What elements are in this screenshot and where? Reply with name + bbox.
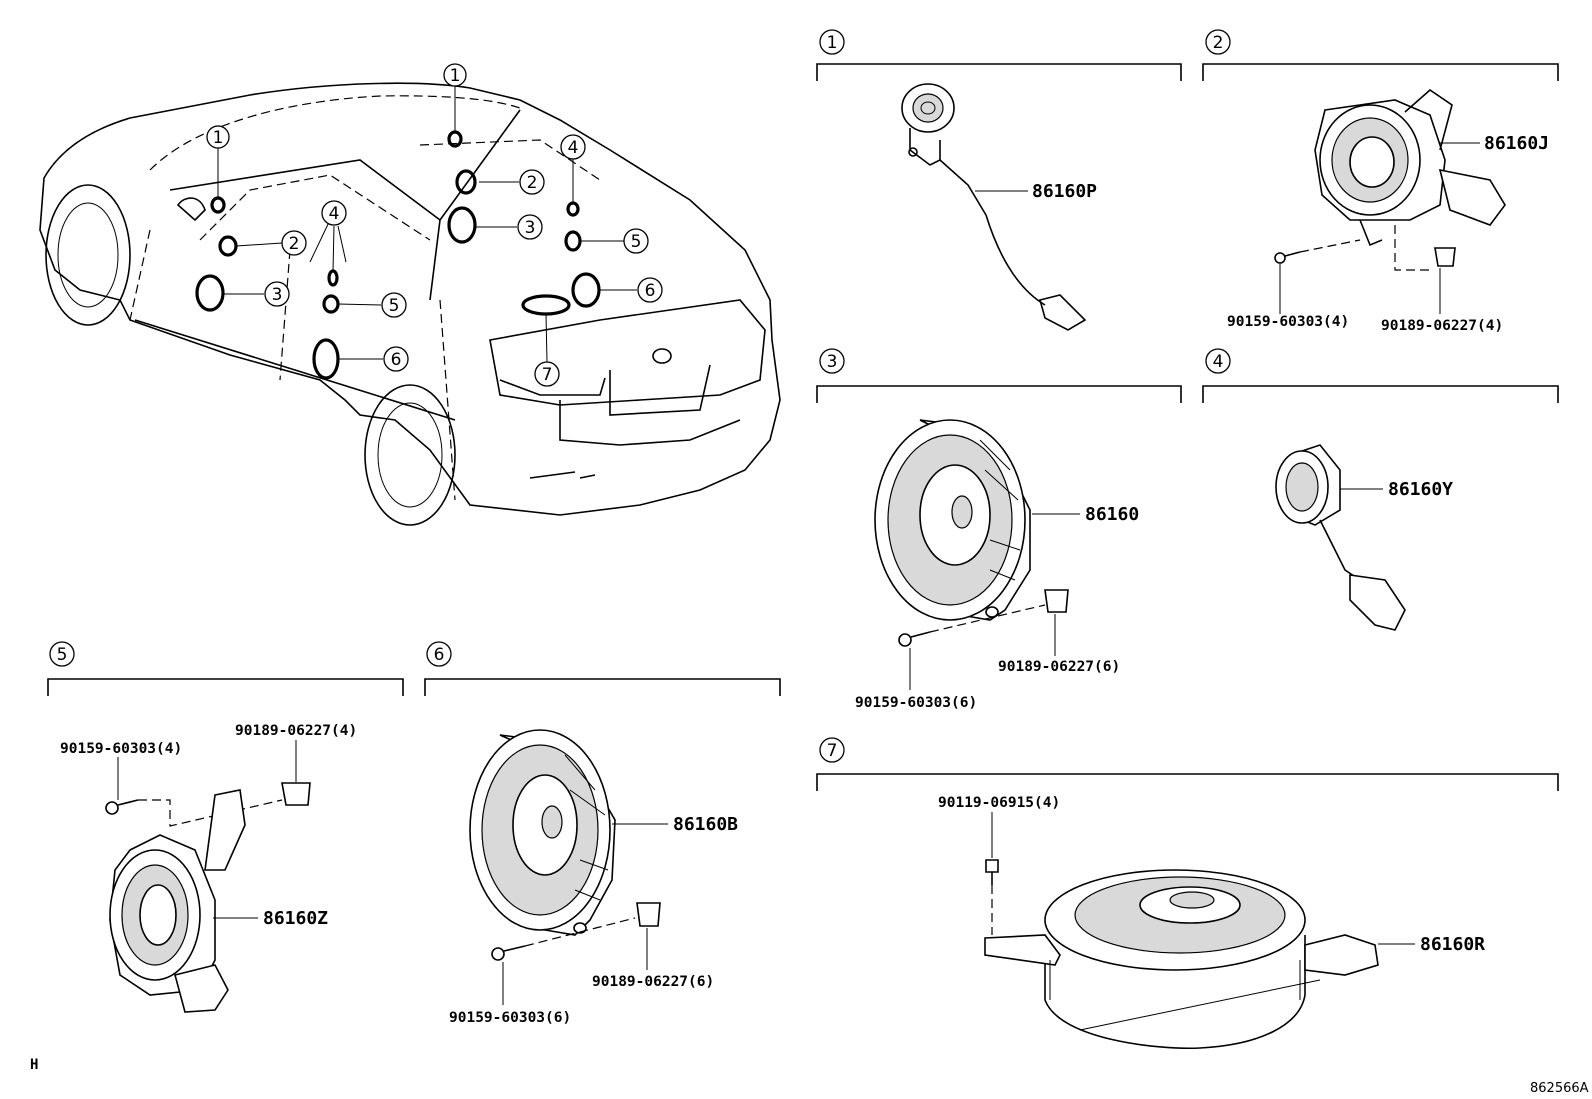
- car-leader-lines: [217, 86, 637, 363]
- tweeter-86160Y: [1275, 444, 1406, 631]
- section-5: 5 90189-06227(4) 90159-60303(4) 86160Z: [47, 641, 404, 1013]
- section-number-6: 6: [426, 641, 452, 667]
- car-callout-6a: 6: [383, 346, 409, 372]
- part-90189-06227-s5: 90189-06227(4): [235, 723, 357, 739]
- part-90119-06915: 90119-06915(4): [938, 795, 1060, 811]
- car-illustration: [39, 82, 781, 526]
- svg-text:2: 2: [289, 234, 300, 254]
- part-90189-06227-s3: 90189-06227(6): [998, 659, 1120, 675]
- car-callout-7: 7: [534, 361, 560, 387]
- part-86160P: 86160P: [1032, 181, 1097, 202]
- subwoofer-86160R: [984, 869, 1379, 1050]
- car-callout-5b: 5: [623, 228, 649, 254]
- car-callout-5a: 5: [381, 292, 407, 318]
- speaker-86160B: [469, 729, 616, 936]
- svg-text:6: 6: [391, 350, 402, 370]
- section-bracket-1: [816, 63, 1182, 81]
- part-90159-60303-s5: 90159-60303(4): [60, 741, 182, 757]
- car-callout-4a: 4: [321, 200, 347, 226]
- part-86160: 86160: [1085, 504, 1139, 525]
- svg-text:2: 2: [527, 173, 538, 193]
- part-90189-06227-s6: 90189-06227(6): [592, 974, 714, 990]
- speaker-86160J: [1314, 88, 1506, 247]
- svg-text:3: 3: [827, 352, 838, 372]
- section-number-7: 7: [819, 737, 845, 763]
- section-6: 6 86160B 90189-06227(6) 90159-60303(6): [424, 641, 781, 1026]
- section-number-1: 1: [819, 29, 845, 55]
- clip-6: [636, 902, 661, 927]
- car-callout-1b: 1: [443, 63, 467, 87]
- section-bracket-7: [816, 773, 1559, 791]
- svg-text:6: 6: [645, 281, 656, 301]
- svg-text:3: 3: [272, 285, 283, 305]
- section-2: 2 86160J 90159-60303(4) 90189-06227(4): [1202, 29, 1559, 334]
- part-86160B: 86160B: [673, 814, 738, 835]
- section-bracket-2: [1202, 63, 1559, 81]
- illustration-number: 862566A: [1530, 1081, 1589, 1096]
- speaker-86160: [874, 419, 1031, 621]
- svg-text:1: 1: [213, 128, 224, 148]
- part-86160J: 86160J: [1484, 133, 1549, 154]
- section-bracket-6: [424, 678, 781, 696]
- svg-text:7: 7: [827, 741, 838, 761]
- tweeter-86160P: [901, 83, 1087, 331]
- footer-left-mark: H: [30, 1057, 38, 1073]
- car-callout-1a: 1: [206, 125, 230, 149]
- car-callout-2b: 2: [519, 169, 545, 195]
- section-1: 1 86160P: [816, 29, 1182, 331]
- clip-5: [281, 782, 311, 806]
- part-86160R: 86160R: [1420, 934, 1485, 955]
- screw-3: [898, 631, 931, 647]
- section-number-2: 2: [1205, 29, 1231, 55]
- part-86160Y: 86160Y: [1388, 479, 1453, 500]
- svg-text:1: 1: [450, 66, 461, 86]
- svg-text:5: 5: [389, 296, 400, 316]
- svg-text:2: 2: [1213, 33, 1224, 53]
- clip-3: [1044, 589, 1069, 613]
- car-callout-4b: 4: [560, 134, 586, 160]
- section-bracket-4: [1202, 385, 1559, 403]
- clip-2: [1434, 247, 1456, 267]
- car-callout-6b: 6: [637, 277, 663, 303]
- section-number-4: 4: [1205, 348, 1231, 374]
- car-callout-3a: 3: [264, 281, 290, 307]
- screw-6: [491, 945, 526, 961]
- speaker-86160Z: [109, 789, 246, 1013]
- svg-text:5: 5: [631, 232, 642, 252]
- svg-text:4: 4: [568, 138, 579, 158]
- bolt-7: [985, 859, 999, 885]
- car-callout-3b: 3: [517, 214, 543, 240]
- svg-text:6: 6: [434, 645, 445, 665]
- screw-2: [1274, 251, 1301, 264]
- svg-text:4: 4: [1213, 352, 1224, 372]
- section-number-3: 3: [819, 348, 845, 374]
- section-3: 3 86160 90189-06227(6) 90159-60303(6): [816, 348, 1182, 711]
- svg-text:3: 3: [525, 218, 536, 238]
- part-90159-60303-s2: 90159-60303(4): [1227, 314, 1349, 330]
- part-86160Z: 86160Z: [263, 908, 328, 929]
- section-7: 7 90119-06915(4) 86160R: [816, 737, 1559, 1050]
- section-4: 4 86160Y: [1202, 348, 1559, 631]
- svg-text:5: 5: [57, 645, 68, 665]
- svg-text:4: 4: [329, 204, 340, 224]
- section-bracket-3: [816, 385, 1182, 403]
- section-number-5: 5: [49, 641, 75, 667]
- part-90159-60303-s6: 90159-60303(6): [449, 1010, 571, 1026]
- car-callout-2a: 2: [281, 230, 307, 256]
- part-90189-06227-s2: 90189-06227(4): [1381, 318, 1503, 334]
- svg-text:7: 7: [542, 365, 553, 385]
- part-90159-60303-s3: 90159-60303(6): [855, 695, 977, 711]
- screw-5: [105, 799, 139, 815]
- svg-text:1: 1: [827, 33, 838, 53]
- section-bracket-5: [47, 678, 404, 696]
